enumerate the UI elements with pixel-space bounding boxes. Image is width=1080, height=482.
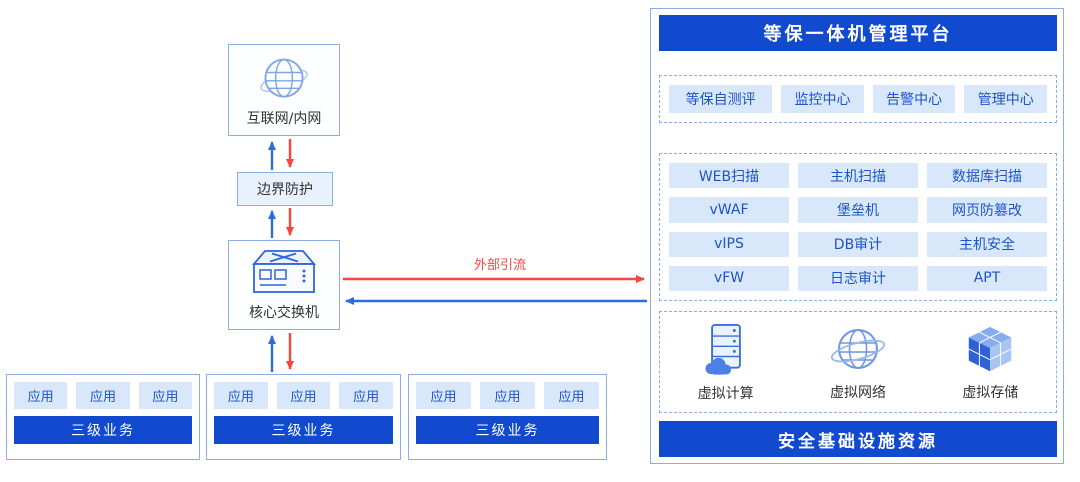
resource-virtual-storage: 虚拟存储 <box>962 323 1018 402</box>
external-flow-label: 外部引流 <box>473 258 526 273</box>
app-cell: 应用 <box>214 382 268 409</box>
resource-virtual-compute: 虚拟计算 <box>698 322 754 403</box>
business-group-1: 应用 应用 应用 三级业务 <box>6 374 200 460</box>
module-cell: 堡垒机 <box>798 197 918 223</box>
border-protection-node: 边界防护 <box>237 172 333 206</box>
module-cell: vWAF <box>669 197 789 223</box>
app-cell: 应用 <box>339 382 394 409</box>
resource-virtual-network: 虚拟网络 <box>829 323 887 402</box>
app-row: 应用 应用 应用 <box>416 382 599 409</box>
internet-node: 互联网/内网 <box>228 44 340 136</box>
border-protection-label: 边界防护 <box>257 182 313 198</box>
app-cell: 应用 <box>138 382 192 409</box>
resources-row: 虚拟计算 虚拟网络 <box>659 311 1057 413</box>
virtual-storage-icon <box>968 326 1012 371</box>
business-bar: 三级业务 <box>214 416 393 444</box>
app-row: 应用 应用 应用 <box>14 382 192 409</box>
app-cell: 应用 <box>76 382 130 409</box>
infrastructure-footer: 安全基础设施资源 <box>659 421 1057 457</box>
app-cell: 应用 <box>14 382 68 409</box>
module-cell: vIPS <box>669 231 789 257</box>
resource-label: 虚拟网络 <box>829 384 886 401</box>
virtual-compute-icon <box>705 323 741 375</box>
center-item: 管理中心 <box>964 85 1048 113</box>
module-cell: APT <box>927 265 1047 291</box>
globe-icon <box>260 58 308 98</box>
business-group-3: 应用 应用 应用 三级业务 <box>408 374 607 460</box>
business-bar: 三级业务 <box>416 416 599 444</box>
core-switch-node: 核心交换机 <box>228 240 340 330</box>
switch-icon <box>252 250 316 293</box>
centers-row: 等保自测评 监控中心 告警中心 管理中心 <box>659 75 1057 123</box>
module-cell: 主机扫描 <box>798 163 918 189</box>
core-switch-label: 核心交换机 <box>249 305 319 321</box>
app-row: 应用 应用 应用 <box>214 382 394 409</box>
app-cell: 应用 <box>416 382 471 409</box>
module-cell: DB审计 <box>798 231 918 257</box>
business-group-2: 应用 应用 应用 三级业务 <box>206 374 401 460</box>
security-modules-grid: WEB扫描 主机扫描 数据库扫描 vWAF 堡垒机 网页防篡改 vIPS DB审… <box>659 153 1057 301</box>
app-cell: 应用 <box>276 382 331 409</box>
center-item: 监控中心 <box>781 85 864 113</box>
app-cell: 应用 <box>480 382 535 409</box>
virtual-network-icon <box>830 328 886 369</box>
module-cell: 网页防篡改 <box>927 197 1047 223</box>
management-platform-panel: 等保一体机管理平台 等保自测评 监控中心 告警中心 管理中心 WEB扫描 主机扫… <box>650 8 1064 464</box>
business-bar: 三级业务 <box>14 416 192 444</box>
module-cell: 数据库扫描 <box>927 163 1047 189</box>
resource-label: 虚拟计算 <box>697 385 754 402</box>
internet-label: 互联网/内网 <box>246 111 322 127</box>
app-cell: 应用 <box>544 382 599 409</box>
module-cell: 日志审计 <box>798 265 918 291</box>
center-item: 告警中心 <box>872 85 956 113</box>
module-cell: vFW <box>669 265 789 291</box>
module-cell: 主机安全 <box>927 231 1047 257</box>
center-item: 等保自测评 <box>669 85 773 113</box>
platform-title: 等保一体机管理平台 <box>659 15 1057 51</box>
module-cell: WEB扫描 <box>669 163 789 189</box>
resource-label: 虚拟存储 <box>962 384 1019 401</box>
